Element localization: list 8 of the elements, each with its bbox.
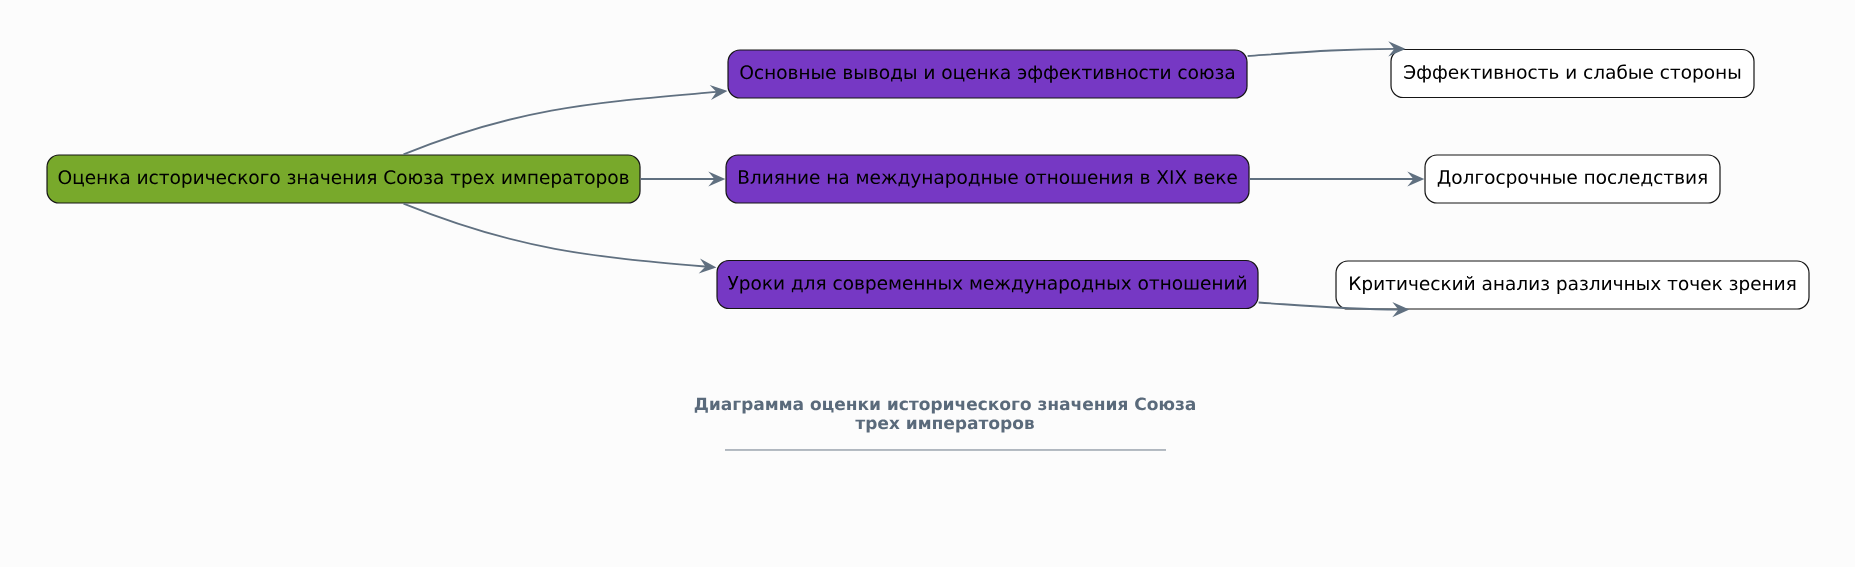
branch-box: Влияние на международные отношения в XIX веке xyxy=(725,154,1250,204)
branch-box: Основные выводы и оценка эффективности союза xyxy=(727,49,1248,99)
leaf-box: Эффективность и слабые стороны xyxy=(1390,48,1755,99)
branch-box: Уроки для современных международных отношений xyxy=(716,259,1259,310)
leaf-box: Долгосрочные последствия xyxy=(1424,154,1721,204)
leaf-box: Критический анализ различных точек зрения xyxy=(1335,260,1810,310)
root-box: Оценка исторического значения Союза трех императоров xyxy=(46,154,641,204)
diagram-title: Диаграмма оценки исторического значения Союза трех императоров xyxy=(694,397,1195,433)
